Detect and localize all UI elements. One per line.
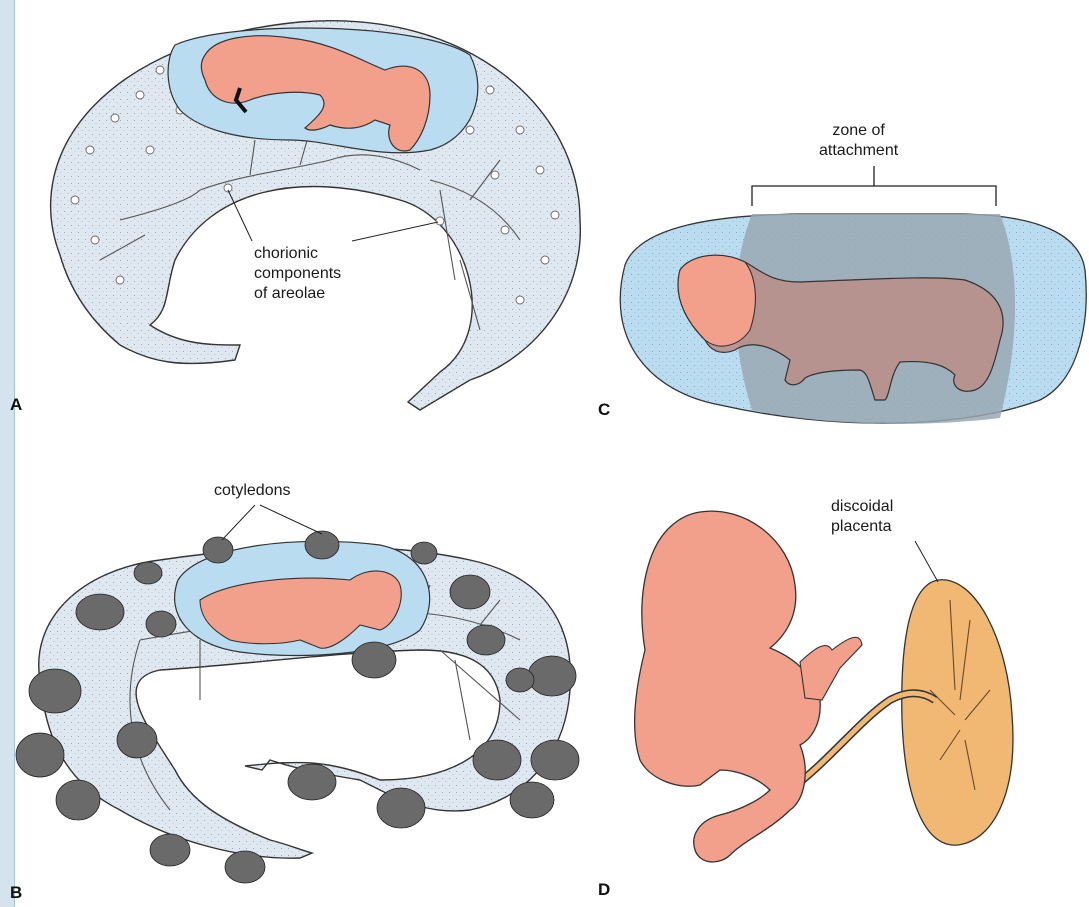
panel-b-leader-1 <box>222 505 255 540</box>
panel-d-fetus-arm <box>800 637 862 700</box>
panel-a-label-line-2: components <box>254 264 341 284</box>
panel-a-label: chorionic components of areolae <box>254 244 341 304</box>
panel-c-zonary-placenta <box>620 214 1086 424</box>
panel-b-leader-2 <box>260 505 322 534</box>
panel-d-fetus <box>635 511 821 862</box>
panel-d-placenta <box>902 580 1013 845</box>
panel-b-cotyledonary-placenta <box>16 531 579 883</box>
panel-d-label-line-1: discoidal <box>831 497 893 517</box>
panel-b-letter: B <box>10 883 22 903</box>
panel-a-leader-2 <box>352 222 438 241</box>
panel-c-zone-bracket <box>752 166 996 206</box>
panel-d-label-line-2: placenta <box>831 517 893 537</box>
panel-a-label-line-3: of areolae <box>254 284 341 304</box>
panel-c-label: zone of attachment <box>819 121 898 161</box>
panel-a-label-line-1: chorionic <box>254 244 341 264</box>
panel-c-letter: C <box>598 400 610 420</box>
panel-b-label: cotyledons <box>214 481 291 501</box>
panel-c-label-line-2: attachment <box>819 141 898 161</box>
panel-a-letter: A <box>10 395 22 415</box>
panel-c-label-line-1: zone of <box>819 121 898 141</box>
panel-d-label: discoidal placenta <box>831 497 893 537</box>
panel-d-letter: D <box>598 880 610 900</box>
panel-d-leader <box>915 541 938 582</box>
panel-a-diffuse-placenta <box>51 21 581 410</box>
panel-d-discoidal-placenta <box>635 511 1013 862</box>
